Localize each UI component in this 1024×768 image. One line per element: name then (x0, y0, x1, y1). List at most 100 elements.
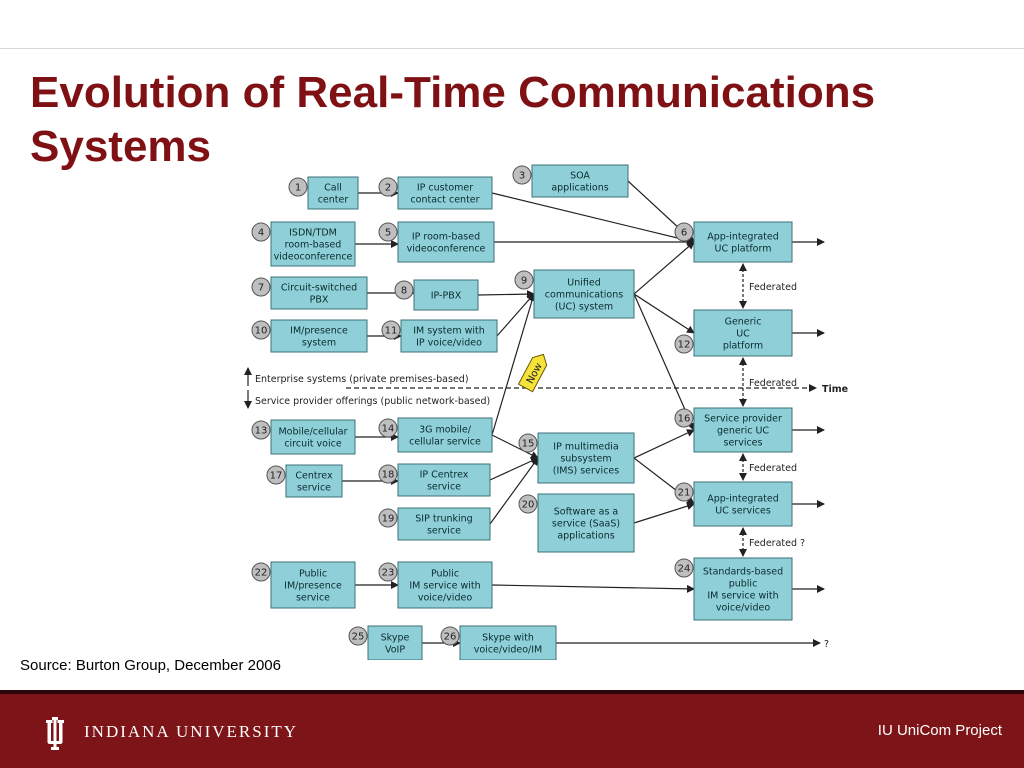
node-number-badge: 13 (251, 420, 271, 440)
node-label: Call (324, 183, 342, 194)
node-label: IP customer (417, 183, 473, 194)
node-number-badge: 9 (514, 270, 534, 290)
node-box (397, 463, 491, 497)
now-arrow-icon (517, 353, 548, 393)
badge-circle (348, 626, 368, 646)
node-label: Mobile/cellular (278, 427, 347, 438)
node-label: center (318, 195, 349, 206)
footer-bar: INDIANA UNIVERSITY IU UniCom Project (0, 690, 1024, 768)
edge-9-6 (633, 241, 695, 295)
badge-number: 23 (382, 568, 395, 579)
node-box (397, 561, 493, 609)
node-number-badge: 1 (288, 177, 308, 197)
node-number-badge: 25 (348, 626, 368, 646)
badge-circle (251, 320, 271, 340)
node-label: Software as a (554, 507, 619, 518)
badge-circle (518, 433, 538, 453)
enterprise-label: Enterprise systems (private premises-bas… (255, 374, 469, 385)
badge-circle (674, 334, 694, 354)
node-label: IM service with (707, 591, 778, 602)
time-label: Time (822, 384, 848, 395)
node-number-badge: 7 (251, 277, 271, 297)
node-label: service (427, 482, 461, 493)
node-box (367, 625, 423, 660)
node-box (537, 432, 635, 484)
node-label: IM service with (409, 581, 480, 592)
node-label: generic UC (717, 426, 769, 437)
badge-number: 20 (522, 500, 535, 511)
badge-number: 1 (295, 183, 301, 194)
edge-23-24 (491, 584, 695, 593)
node-label: Public (431, 569, 459, 580)
badge-circle (674, 558, 694, 578)
node-label: service (427, 526, 461, 537)
node-box (693, 481, 793, 527)
federated-label: Federated ? (749, 538, 805, 549)
badge-circle (378, 464, 398, 484)
node-label: Centrex (295, 471, 333, 482)
node-label: voice/video/IM (474, 645, 543, 656)
node-label: contact center (410, 195, 479, 206)
badge-circle (288, 177, 308, 197)
edge-11-9 (496, 293, 535, 337)
badge-number: 13 (255, 426, 268, 437)
badge-circle (251, 562, 271, 582)
node-label: PBX (310, 295, 329, 306)
node-label: videoconference (407, 244, 486, 255)
unknown-future-label: ? (824, 639, 829, 650)
badge-circle (514, 270, 534, 290)
node-box (270, 319, 368, 353)
node-number-badge: 17 (266, 465, 286, 485)
node-label: service (296, 593, 330, 604)
node-box (413, 279, 479, 311)
badge-circle (251, 222, 271, 242)
node-8: IP-PBX (413, 279, 479, 311)
node-number-badge: 12 (674, 334, 694, 354)
node-box (307, 176, 359, 210)
edge-2-6 (491, 192, 695, 245)
node-number-badge: 10 (251, 320, 271, 340)
node-box (270, 561, 356, 609)
node-number-badge: 14 (378, 418, 398, 438)
node-box (693, 221, 793, 263)
node-box (459, 625, 557, 660)
badge-circle (674, 222, 694, 242)
badge-number: 15 (522, 439, 535, 450)
badge-circle (378, 177, 398, 197)
badge-number: 21 (678, 488, 691, 499)
node-box (270, 221, 356, 267)
node-label: videoconference (274, 252, 353, 263)
badge-number: 2 (385, 183, 391, 194)
node-label: applications (551, 183, 608, 194)
badge-circle (251, 420, 271, 440)
node-label: applications (557, 531, 614, 542)
badge-number: 14 (382, 424, 395, 435)
node-label: circuit voice (284, 439, 341, 450)
node-label: subsystem (560, 454, 611, 465)
node-label: UC (736, 329, 750, 340)
badge-number: 12 (678, 340, 691, 351)
node-label: Skype with (482, 633, 534, 644)
edge-9-12 (633, 293, 695, 334)
badge-circle (674, 482, 694, 502)
project-name: IU UniCom Project (877, 722, 1002, 739)
node-label: IP Centrex (420, 470, 469, 481)
node-label: (IMS) services (553, 466, 619, 477)
node-label: Unified (567, 278, 600, 289)
node-label: IP voice/video (416, 338, 482, 349)
badge-circle (518, 494, 538, 514)
node-label: 3G mobile/ (419, 425, 472, 436)
